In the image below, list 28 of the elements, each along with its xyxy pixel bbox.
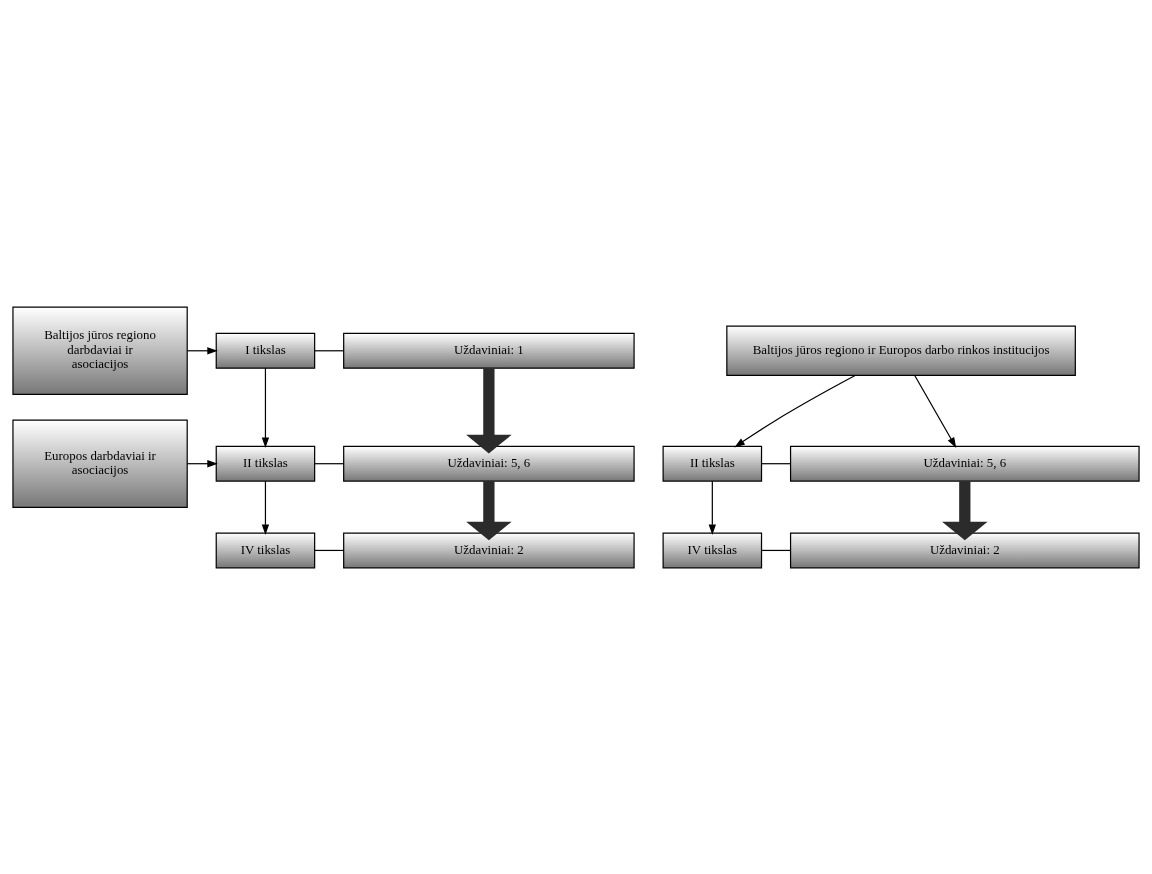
- node-box: Baltijos jūros regiono darbdaviai ir asociacijos: [12, 306, 188, 395]
- arrow: [261, 480, 270, 535]
- node-box: Baltijos jūros regiono ir Europos darbo rinkos institucijos: [726, 325, 1076, 376]
- arrow: [734, 374, 856, 447]
- connector: [761, 462, 791, 464]
- connector: [314, 549, 345, 551]
- node-box: Europos darbdaviai ir asociacijos: [12, 419, 188, 508]
- arrow: [261, 367, 270, 448]
- arrow: [914, 374, 957, 448]
- arrow: [186, 459, 218, 467]
- node-box: II tikslas: [662, 445, 763, 482]
- connector: [761, 549, 791, 551]
- arrow: [466, 480, 512, 540]
- arrow: [942, 480, 988, 540]
- node-box: Uždaviniai: 1: [343, 332, 635, 369]
- node-box: I tikslas: [215, 332, 316, 369]
- arrow: [466, 367, 512, 453]
- node-box: Uždaviniai: 2: [789, 532, 1140, 568]
- node-box: IV tikslas: [215, 532, 316, 568]
- node-box: II tikslas: [215, 445, 316, 482]
- node-box: IV tikslas: [662, 532, 763, 568]
- connector: [314, 462, 345, 464]
- node-box: Uždaviniai: 5, 6: [789, 445, 1140, 482]
- arrow: [186, 346, 218, 354]
- arrow: [708, 480, 716, 535]
- node-box: Uždaviniai: 5, 6: [343, 445, 635, 482]
- node-box: Uždaviniai: 2: [343, 532, 635, 568]
- connector: [314, 349, 345, 351]
